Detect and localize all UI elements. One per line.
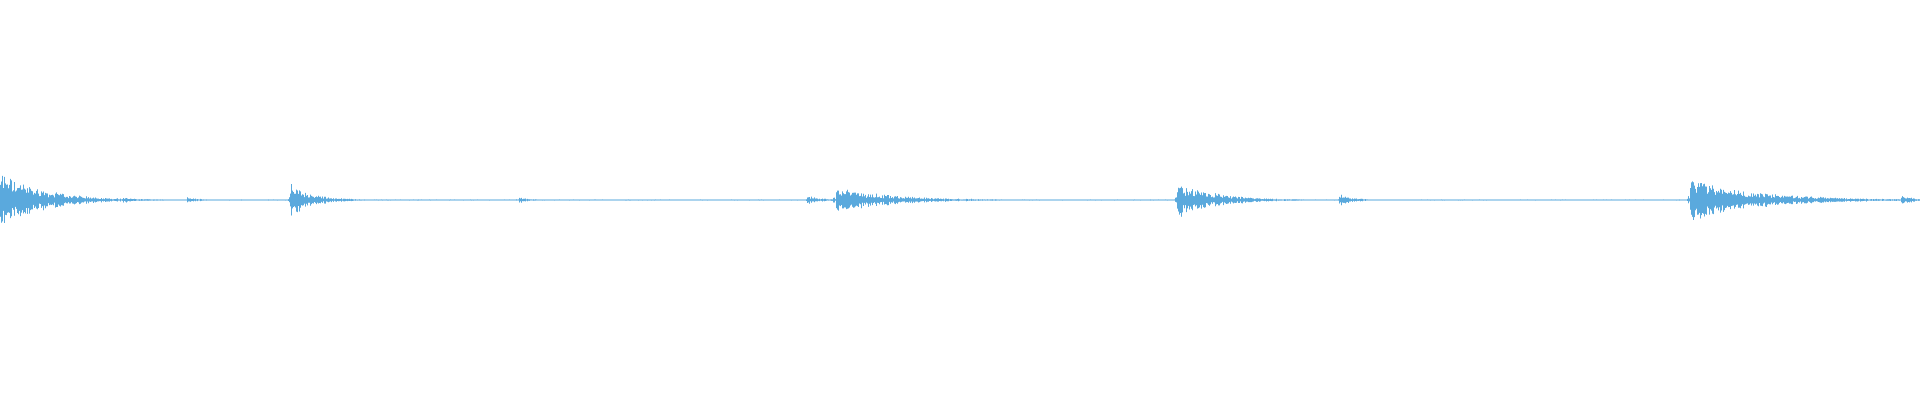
waveform-path (0, 175, 1920, 224)
waveform-bars (0, 175, 1920, 224)
